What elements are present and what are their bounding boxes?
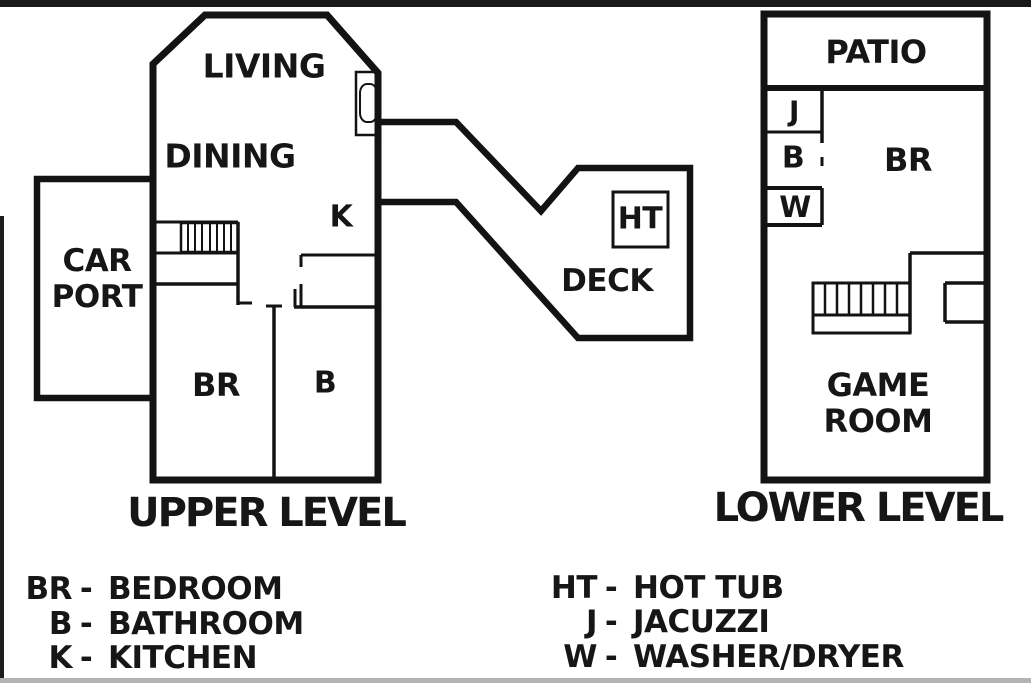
lower-level-plan: PATIO J B W BR GAME ROOM LOWER LEVEL <box>714 10 1006 531</box>
legend-label: HOT TUB <box>633 570 784 606</box>
upper-bedroom-label: BR <box>192 366 240 404</box>
hot-tub-label: HT <box>618 202 664 237</box>
legend-row: K - KITCHEN <box>48 640 257 676</box>
kitchen-label: K <box>330 200 355 235</box>
lower-stairs <box>811 251 987 335</box>
bottom-border-line <box>0 678 1031 683</box>
upper-bathroom-label: B <box>314 366 336 401</box>
legend-dash: - <box>80 606 92 642</box>
washer-label: W <box>779 190 811 224</box>
carport-outline <box>33 175 157 402</box>
legend-label: JACUZZI <box>631 604 769 640</box>
legend-abbr: K <box>48 640 73 676</box>
legend-label: BEDROOM <box>108 571 282 607</box>
lower-level-title: LOWER LEVEL <box>714 485 1004 531</box>
dining-label: DINING <box>164 137 295 176</box>
legend-abbr: B <box>49 606 72 642</box>
lower-stair-hatch-lines <box>823 284 899 314</box>
legend-row: J - JACUZZI <box>584 604 770 640</box>
carport-label-line1: CAR <box>62 243 132 279</box>
jbw-rooms <box>764 88 824 227</box>
legend-abbr: HT <box>551 570 597 606</box>
upper-level-title: UPPER LEVEL <box>127 490 406 536</box>
legend-abbr: J <box>584 604 597 640</box>
legend-dash: - <box>80 640 92 676</box>
upper-interior-walls <box>266 289 378 477</box>
walkway-deck-outline <box>374 118 694 342</box>
stair-hatch-lines <box>187 224 232 251</box>
lower-level-outline <box>760 10 991 484</box>
deck-walkway: HT DECK <box>374 118 694 342</box>
legend: BR - BEDROOM B - BATHROOM K - KITCHEN HT… <box>26 570 905 676</box>
legend-label: WASHER/DRYER <box>633 639 904 675</box>
game-room-label-line2: ROOM <box>824 402 933 440</box>
legend-left-column: BR - BEDROOM B - BATHROOM K - KITCHEN <box>26 571 305 676</box>
legend-dash: - <box>605 604 617 640</box>
upper-level-plan: LIVING DINING K CAR PORT BR B UPPER LEVE… <box>33 11 408 536</box>
legend-label: BATHROOM <box>108 606 304 642</box>
lower-bathroom-label: B <box>782 141 804 176</box>
legend-label: KITCHEN <box>108 640 257 676</box>
legend-row: B - BATHROOM <box>49 606 304 642</box>
game-room-label-line1: GAME <box>827 366 930 404</box>
left-border-line <box>0 216 4 678</box>
legend-dash: - <box>605 570 617 606</box>
living-label: LIVING <box>203 47 326 86</box>
lower-bedroom-label: BR <box>884 141 932 179</box>
deck-label: DECK <box>561 263 654 299</box>
legend-row: W - WASHER/DRYER <box>563 639 905 675</box>
tub-shape <box>359 83 378 123</box>
entry-tub-detail <box>354 70 381 137</box>
legend-dash: - <box>80 571 92 607</box>
legend-row: HT - HOT TUB <box>551 570 784 606</box>
legend-abbr: BR <box>26 571 73 607</box>
patio-label: PATIO <box>825 33 926 71</box>
carport-label-line2: PORT <box>52 279 143 315</box>
top-border-bar <box>0 0 1031 7</box>
jacuzzi-label: J <box>787 95 799 128</box>
upper-level-outline <box>149 11 382 484</box>
upper-stairs <box>153 220 252 305</box>
legend-row: BR - BEDROOM <box>26 571 283 607</box>
legend-dash: - <box>605 639 617 675</box>
hot-tub-box <box>611 190 670 249</box>
legend-right-column: HT - HOT TUB J - JACUZZI W - WASHER/DRYE… <box>551 570 905 675</box>
kitchen-counter <box>299 253 378 307</box>
legend-abbr: W <box>563 639 597 675</box>
entry-recess <box>354 70 381 137</box>
